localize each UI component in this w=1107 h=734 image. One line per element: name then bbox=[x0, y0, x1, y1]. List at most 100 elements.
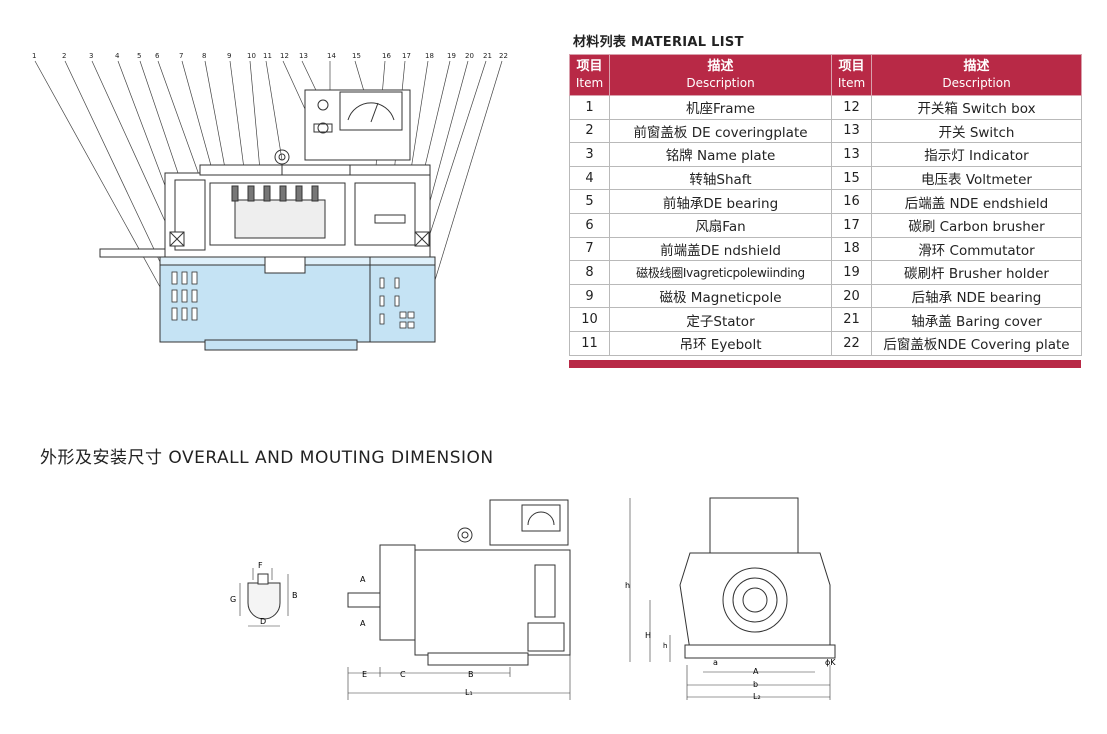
description-cell: 后端盖 NDE endshield bbox=[871, 189, 1082, 214]
description-cell: 轴承盖 Baring cover bbox=[871, 307, 1082, 332]
callout-number: 22 bbox=[499, 52, 508, 60]
label-B: B bbox=[468, 670, 474, 679]
label-a: a bbox=[713, 658, 718, 667]
description-cell: 前轴承DE bearing bbox=[609, 189, 832, 214]
description-cell: 指示灯 Indicator bbox=[871, 142, 1082, 167]
description-cell: 风扇Fan bbox=[609, 212, 832, 238]
item-cell: 1 bbox=[569, 95, 610, 120]
callout-number: 20 bbox=[465, 52, 474, 60]
item-cell: 16 bbox=[831, 189, 872, 214]
item-cell: 17 bbox=[831, 212, 872, 238]
item-cell: 9 bbox=[569, 283, 610, 309]
description-cell: 后窗盖板NDE Covering plate bbox=[871, 330, 1082, 356]
item-cell: 21 bbox=[831, 307, 872, 332]
item-cell: 18 bbox=[831, 236, 872, 262]
callout-number: 13 bbox=[299, 52, 308, 60]
callout-number: 7 bbox=[179, 52, 183, 60]
item-cell: 4 bbox=[569, 165, 610, 191]
description-cell: 机座Frame bbox=[609, 95, 832, 120]
leader-line bbox=[265, 60, 283, 161]
label-b: b bbox=[753, 680, 758, 689]
label-D: D bbox=[260, 617, 266, 626]
callout-number: 1 bbox=[32, 52, 36, 60]
label-K: ϕK bbox=[825, 658, 836, 667]
side-view-diagram: A A E C B L₁ bbox=[347, 499, 571, 700]
item-cell: 13 bbox=[831, 118, 872, 144]
callout-number: 10 bbox=[247, 52, 256, 60]
item-cell: 8 bbox=[569, 260, 610, 285]
item-cell: 7 bbox=[569, 236, 610, 262]
description-cell: 碳刷杆 Brusher holder bbox=[871, 260, 1082, 285]
item-cell: 6 bbox=[569, 212, 610, 238]
label-L1: L₁ bbox=[465, 688, 473, 697]
leader-line bbox=[181, 60, 216, 181]
description-cell: 开关 Switch bbox=[871, 118, 1082, 144]
item-cell: 2 bbox=[569, 118, 610, 144]
callout-number: 21 bbox=[483, 52, 492, 60]
item-cell: 22 bbox=[831, 330, 872, 356]
callout-number: 18 bbox=[425, 52, 434, 60]
leader-line bbox=[427, 60, 487, 241]
description-cell: 前端盖DE ndshield bbox=[609, 236, 832, 262]
item-cell: 19 bbox=[831, 260, 872, 285]
item-cell: 3 bbox=[569, 142, 610, 167]
material-list-title: 材料列表 MATERIAL LIST bbox=[573, 35, 744, 50]
callout-number: 5 bbox=[137, 52, 141, 60]
label-L2: L₂ bbox=[753, 692, 761, 701]
callout-number: 9 bbox=[227, 52, 231, 60]
callout-number: 3 bbox=[89, 52, 93, 60]
description-cell: 定子Stator bbox=[609, 307, 832, 332]
label-h: h bbox=[625, 581, 630, 590]
description-cell: 前窗盖板 DE coveringplate bbox=[609, 118, 832, 144]
item-cell: 15 bbox=[831, 165, 872, 191]
label-F: F bbox=[258, 561, 263, 570]
callout-number: 2 bbox=[62, 52, 66, 60]
label-h1: h bbox=[663, 642, 667, 650]
description-cell: 后轴承 NDE bearing bbox=[871, 283, 1082, 309]
leader-line bbox=[34, 60, 171, 306]
item-cell: 5 bbox=[569, 189, 610, 214]
callout-number: 12 bbox=[280, 52, 289, 60]
description-cell: 电压表 Voltmeter bbox=[871, 165, 1082, 191]
label-A-bottom: A bbox=[360, 619, 366, 628]
label-H: H bbox=[645, 631, 651, 640]
callout-number: 8 bbox=[202, 52, 206, 60]
item-cell: 13 bbox=[831, 142, 872, 167]
description-cell: 吊环 Eyebolt bbox=[609, 330, 832, 356]
material-list-footer-bar bbox=[569, 360, 1081, 368]
callout-number: 15 bbox=[352, 52, 361, 60]
description-cell: 碳刷 Carbon brusher bbox=[871, 212, 1082, 238]
item-cell: 11 bbox=[569, 330, 610, 356]
description-cell: 磁极 Magneticpole bbox=[609, 283, 832, 309]
callout-number: 6 bbox=[155, 52, 160, 60]
item-cell: 20 bbox=[831, 283, 872, 309]
callout-number: 11 bbox=[263, 52, 272, 60]
eyebolt-icon bbox=[274, 149, 290, 175]
shaft-key-diagram: F G B D bbox=[230, 561, 298, 627]
callout-number: 14 bbox=[327, 52, 336, 60]
item-cell: 12 bbox=[831, 95, 872, 120]
description-cell: 滑环 Commutator bbox=[871, 236, 1082, 262]
front-view-diagram: h H h a A b L₂ ϕK bbox=[625, 497, 836, 701]
label-A: A bbox=[753, 667, 759, 676]
generator-body bbox=[99, 248, 436, 351]
item-cell: 10 bbox=[569, 307, 610, 332]
leader-line bbox=[64, 60, 179, 301]
label-B: B bbox=[292, 591, 298, 600]
description-cell: 铭牌 Name plate bbox=[609, 142, 832, 167]
label-G: G bbox=[230, 595, 236, 604]
